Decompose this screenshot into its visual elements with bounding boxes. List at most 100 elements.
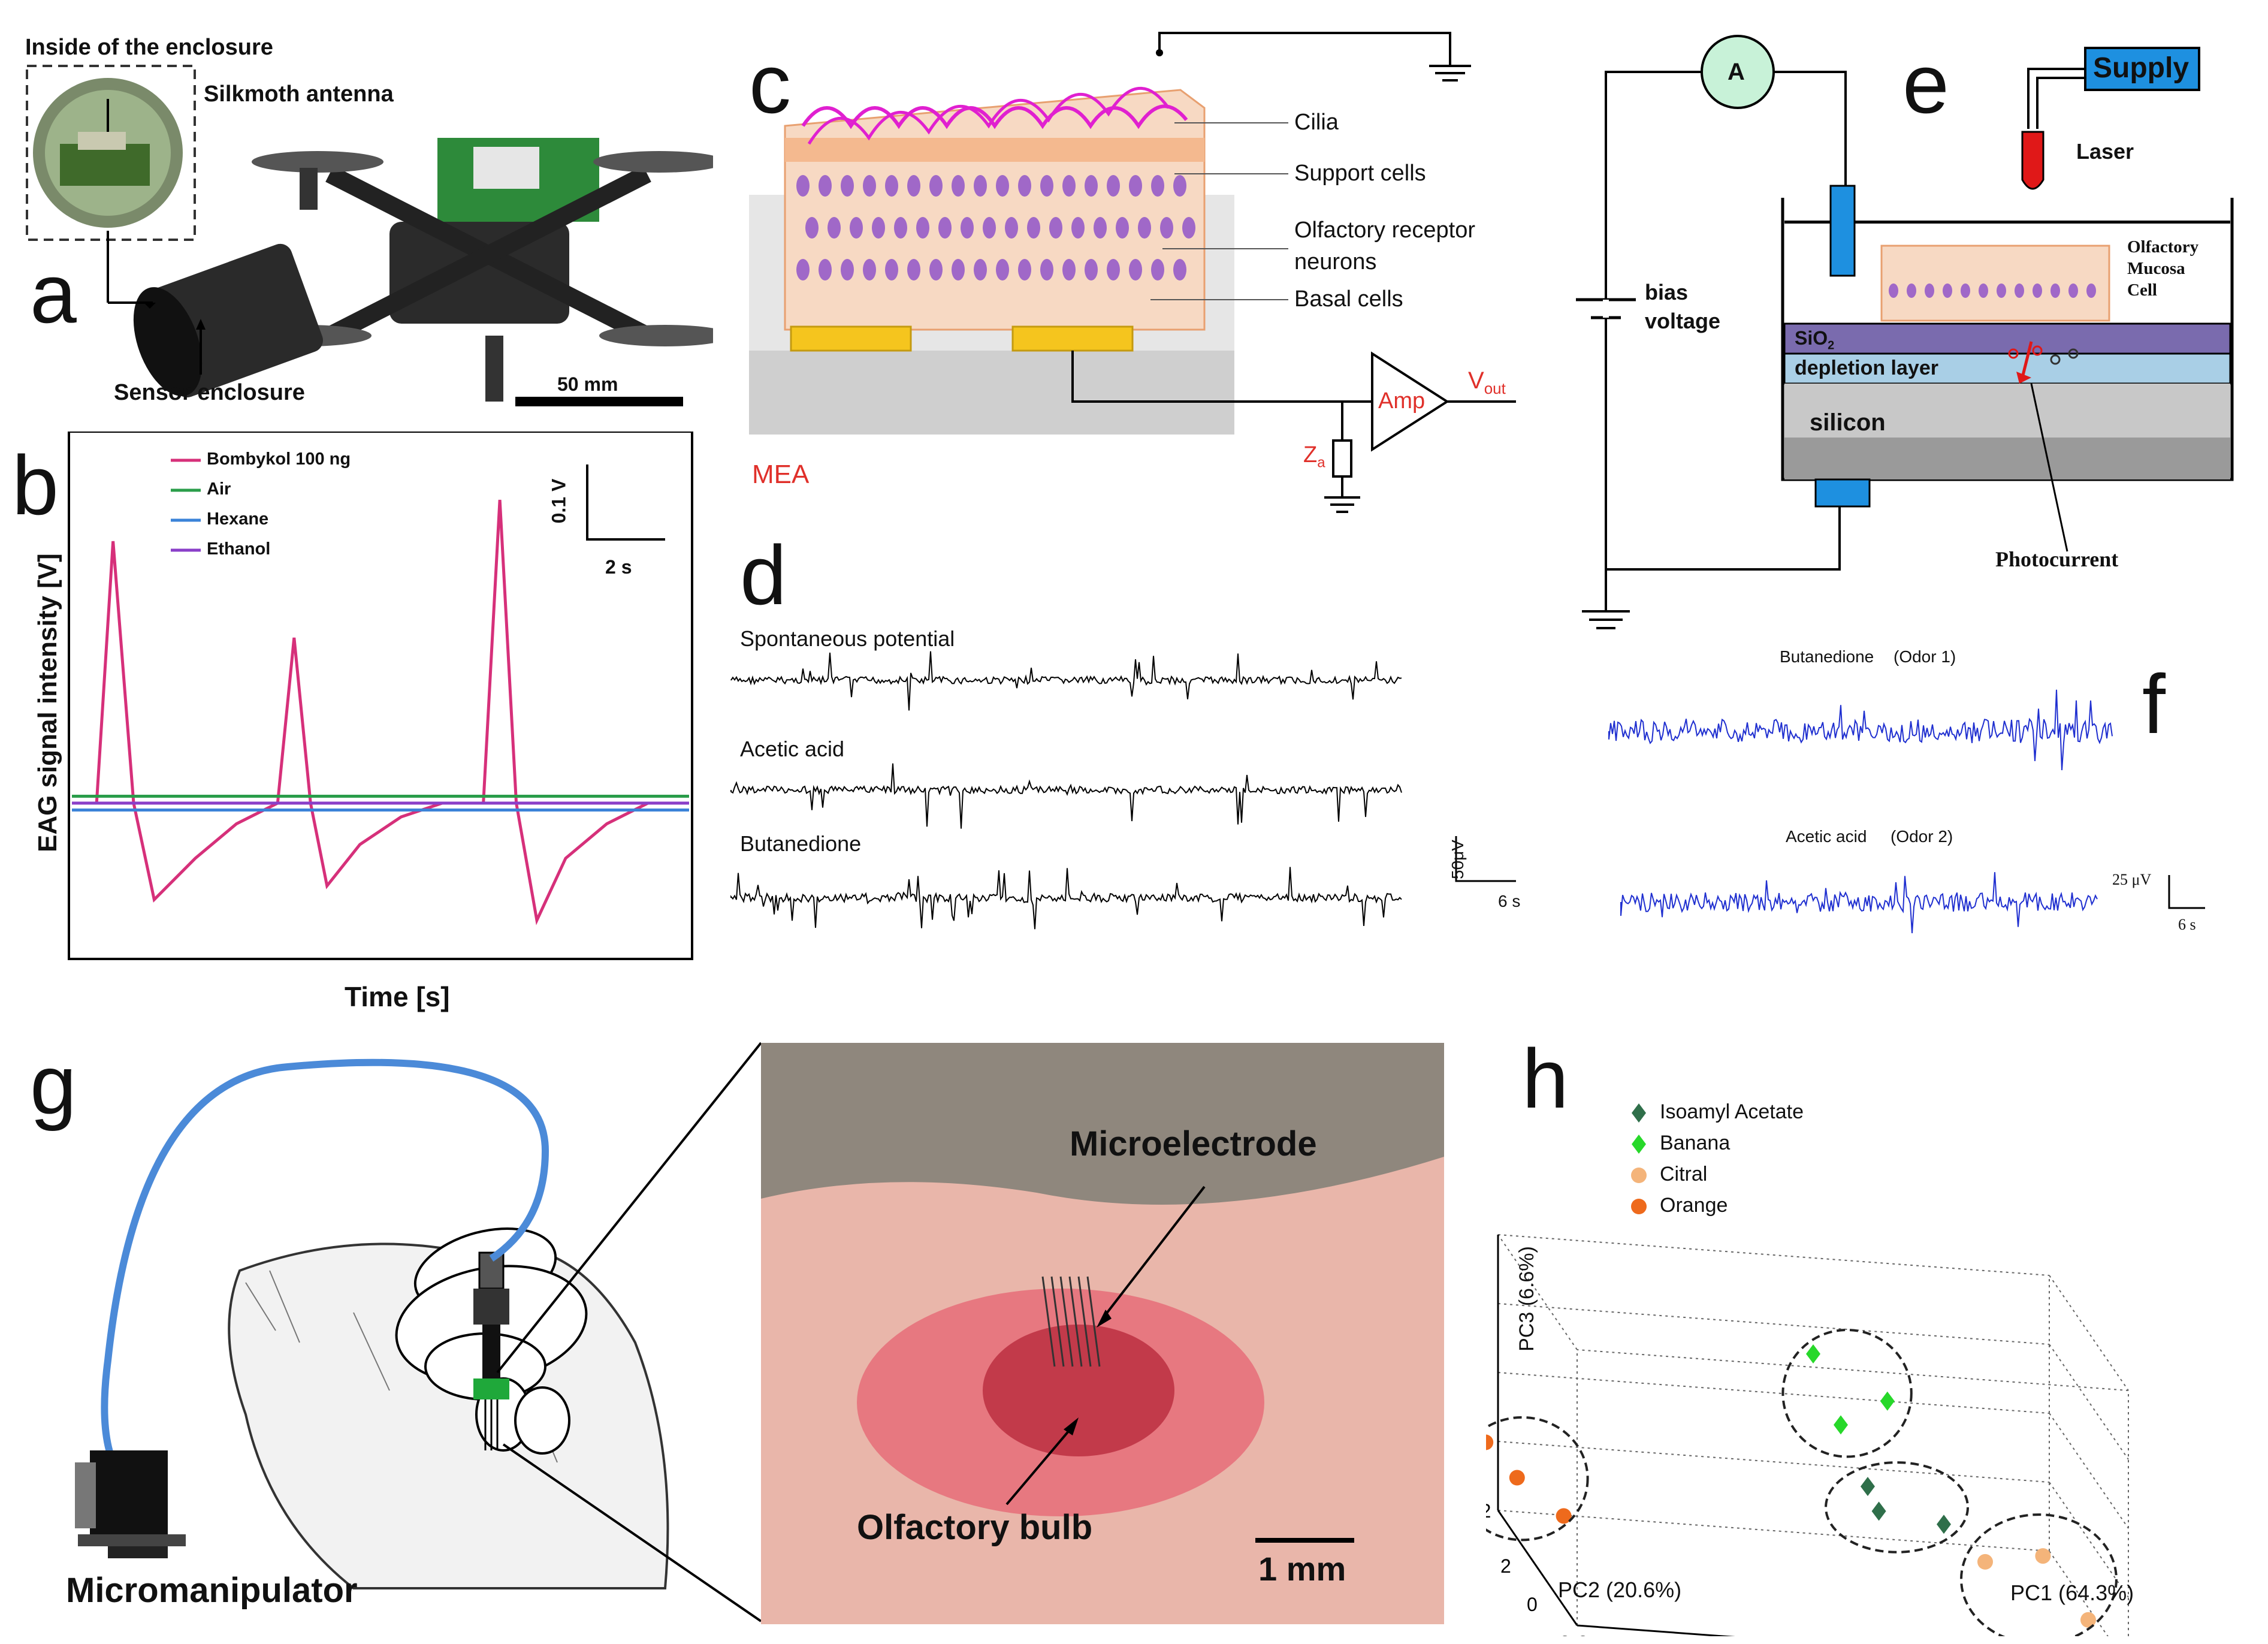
h-point (1861, 1477, 1875, 1497)
panel-e: e A Supply Laser bias voltage Olfactory … (1558, 18, 2265, 653)
panel-f-label: f (2142, 657, 2166, 751)
d-trace-0-label: Spontaneous potential (740, 626, 955, 651)
c-cell-nucleus (929, 175, 943, 197)
c-cell-nucleus (1151, 259, 1164, 280)
f-trace1-name: Butanedione (1780, 647, 1874, 666)
e-cell-nucleus (2033, 283, 2042, 298)
c-cell-nucleus (1085, 259, 1098, 280)
b-scale-bar (586, 464, 665, 541)
c-cell-nucleus (1027, 217, 1040, 239)
c-cell-nucleus (1129, 259, 1142, 280)
c-cell-nucleus (1040, 175, 1053, 197)
panel-g: g Micromanipulator Microelectrode Olfact… (18, 1031, 1456, 1636)
h-legend-marker (1632, 1135, 1646, 1154)
d-trace-2-label: Butanedione (740, 831, 862, 856)
h-legend-2: Citral (1660, 1163, 1708, 1186)
c-cell-nucleus (1062, 259, 1076, 280)
panel-c: c Cilia Support cells Olfactory receptor… (719, 18, 1558, 539)
b-legend-2: Hexane (207, 509, 269, 529)
h-x-tick: -2 (1571, 1632, 1588, 1636)
c-cell-nucleus (1094, 217, 1107, 239)
panel-c-label: c (749, 37, 791, 131)
f-trace2-odor: (Odor 2) (1890, 827, 1953, 846)
f-trace-acetic (1620, 872, 2098, 934)
c-cell-nucleus (996, 175, 1009, 197)
panel-e-label: e (1902, 37, 1949, 131)
c-cell-nucleus (819, 175, 832, 197)
f-trace1-odor: (Odor 1) (1893, 647, 1956, 666)
c-mea: MEA (752, 460, 810, 489)
g-scale-bar: 1 mm (1258, 1550, 1346, 1588)
f-scale-y: 25 μV (2112, 871, 2152, 888)
d-scale-bar (1455, 836, 1516, 882)
c-cell-nucleus (974, 175, 987, 197)
h-point (1834, 1415, 1848, 1435)
c-cell-nucleus (805, 217, 819, 239)
e-cell1: Olfactory (2127, 237, 2199, 257)
h-legend-1: Banana (1660, 1132, 1731, 1154)
h-point (1880, 1391, 1895, 1411)
c-vout-main: V (1468, 367, 1484, 394)
c-cell-nucleus (907, 175, 920, 197)
c-cell-nucleus (850, 217, 863, 239)
d-scale-y: 50μV (1448, 840, 1467, 879)
e-cell-nucleus (1979, 283, 1988, 298)
b-legend-0: Bombykol 100 ng (207, 450, 351, 469)
h-grid (1497, 1234, 2129, 1644)
c-cell-nucleus (828, 217, 841, 239)
c-amp: Amp (1378, 388, 1426, 414)
h-legend-marker (1632, 1103, 1646, 1123)
c-cell-nucleus (885, 175, 898, 197)
e-bias1: bias (1645, 280, 1689, 304)
b-xlabel: Time [s] (345, 981, 450, 1012)
antenna-label: Silkmoth antenna (204, 82, 394, 107)
c-za-main: Z (1303, 442, 1318, 467)
c-cell-nucleus (1129, 175, 1142, 197)
inset-title: Inside of the enclosure (25, 35, 273, 60)
c-cell-nucleus (983, 217, 996, 239)
eag-chart (68, 430, 693, 960)
b-legend-1: Air (207, 479, 231, 499)
c-cell-nucleus (1018, 259, 1031, 280)
c-cell-nucleus (952, 175, 965, 197)
c-cell-nucleus (952, 259, 965, 280)
c-cell-nucleus (841, 259, 854, 280)
blue-traces (1608, 689, 2205, 934)
c-cell-nucleus (1071, 217, 1085, 239)
h-y-tick: 2 (1500, 1555, 1511, 1577)
c-cilia: Cilia (1294, 110, 1339, 135)
c-cell-nucleus (961, 217, 974, 239)
e-silicon: silicon (1810, 409, 1886, 436)
b-ylabel: EAG signal intensity [V] (33, 553, 62, 852)
drone-photo (26, 65, 731, 406)
c-cell-nucleus (907, 259, 920, 280)
h-point (1937, 1515, 1951, 1534)
e-bias2: voltage (1645, 309, 1721, 333)
c-cell-nucleus (872, 217, 885, 239)
c-cell-nucleus (929, 259, 943, 280)
c-cell-nucleus (1062, 175, 1076, 197)
e-sio2-sub: 2 (1828, 339, 1835, 352)
d-trace-butanedione (730, 867, 1402, 930)
e-cell3: Cell (2127, 280, 2157, 300)
e-cell-nucleus (1889, 283, 1898, 298)
f-trace2-name: Acetic acid (1786, 827, 1867, 846)
c-cell-nucleus (996, 259, 1009, 280)
panel-d: d Spontaneous potential Acetic acid Buta… (725, 533, 1552, 971)
panel-b: b Time [s] EAG signal intensity [V] Bomb… (0, 430, 707, 1031)
c-cell-nucleus (841, 175, 854, 197)
c-cell-nucleus (1173, 259, 1186, 280)
c-basal: Basal cells (1294, 286, 1403, 312)
b-scale-x: 2 s (605, 556, 632, 578)
c-cell-nucleus (796, 175, 810, 197)
d-trace-1-label: Acetic acid (740, 737, 845, 761)
c-cell-nucleus (863, 175, 876, 197)
c-cell-nucleus (863, 259, 876, 280)
c-orn1: Olfactory receptor (1294, 218, 1475, 243)
spike-traces (730, 651, 1516, 930)
c-cell-nucleus (796, 259, 810, 280)
panel-g-label: g (30, 1037, 77, 1132)
c-cell-nucleus (1085, 175, 1098, 197)
c-cell-nucleus (1018, 175, 1031, 197)
h-point (2080, 1612, 2096, 1628)
